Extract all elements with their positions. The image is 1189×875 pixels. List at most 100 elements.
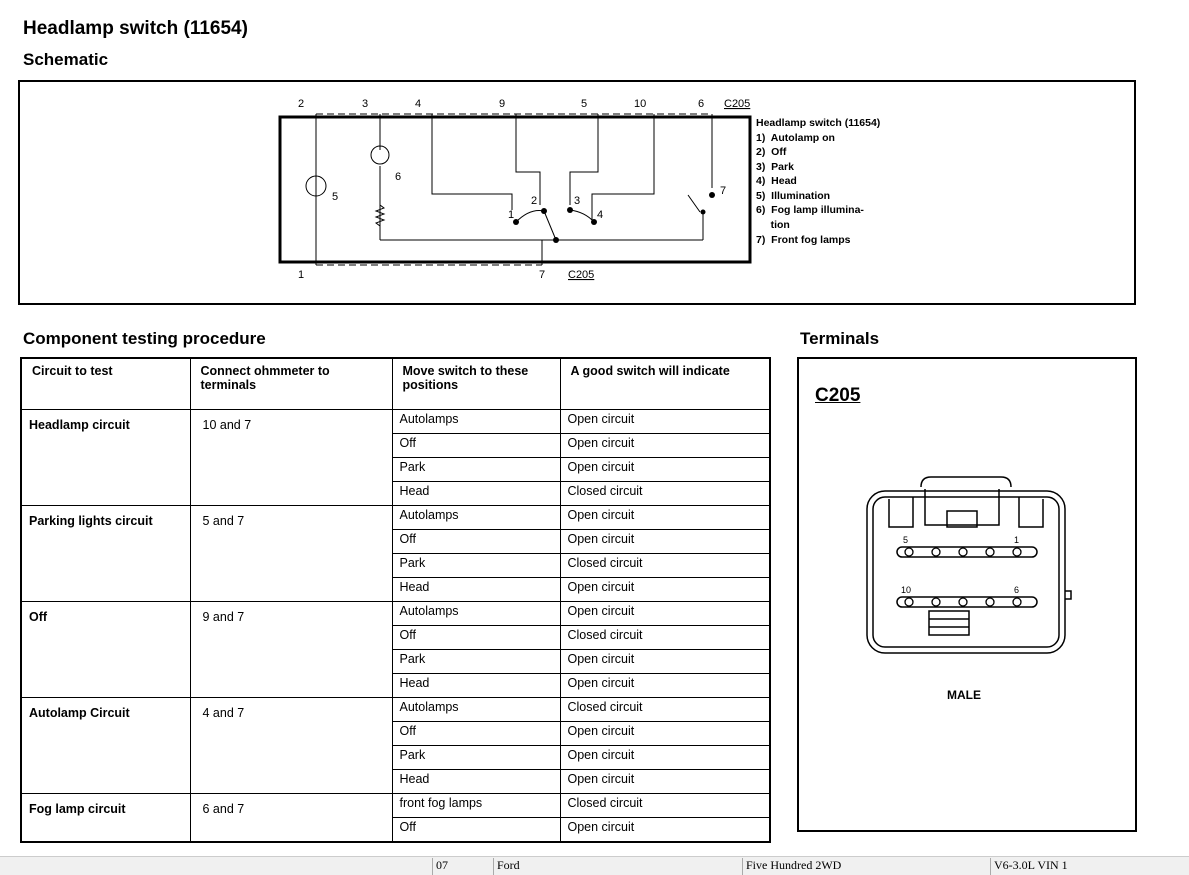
legend-item: 2) Off (756, 146, 787, 158)
schematic-diagram (18, 80, 1136, 305)
position-cell: Off (391, 817, 561, 843)
position-cell: Park (391, 457, 561, 482)
result-cell: Open circuit (559, 601, 771, 626)
pin-label: 7 (539, 269, 545, 281)
result-cell: Open circuit (559, 817, 771, 843)
column-header: Circuit to test (20, 357, 191, 410)
result-cell: Open circuit (559, 769, 771, 794)
result-cell: Closed circuit (559, 553, 771, 578)
pin-label: 6 (698, 98, 704, 110)
terminals-cell: 10 and 7 (189, 409, 393, 506)
result-cell: Open circuit (559, 721, 771, 746)
testing-table: Circuit to test Connect ohmmeter to term… (20, 357, 771, 843)
column-header: A good switch will indicate (559, 357, 771, 410)
connector-name: C205 (815, 385, 861, 406)
position-cell: Autolamps (391, 505, 561, 530)
footer-make: Ford (493, 858, 742, 875)
footer-bar: 07 Ford Five Hundred 2WD V6-3.0L VIN 1 (0, 856, 1189, 875)
component-label: 3 (574, 195, 580, 207)
column-header: Move switch to these positions (391, 357, 561, 410)
legend-item: 5) Illumination (756, 190, 830, 202)
position-cell: Head (391, 769, 561, 794)
result-cell: Open circuit (559, 529, 771, 554)
position-cell: Autolamps (391, 601, 561, 626)
pin-label: 1 (298, 269, 304, 281)
position-cell: Autolamps (391, 697, 561, 722)
position-cell: Park (391, 745, 561, 770)
legend-item: 7) Front fog lamps (756, 234, 851, 246)
pin-label: 3 (362, 98, 368, 110)
terminals-cell: 6 and 7 (189, 793, 393, 843)
terminals-cell: 5 and 7 (189, 505, 393, 602)
footer-cell-empty (0, 858, 431, 875)
connector-face-drawing: 5 1 10 6 (866, 476, 1072, 654)
pin-label: 9 (499, 98, 505, 110)
circuit-cell: Off (20, 601, 191, 698)
pin-label: 6 (1014, 585, 1019, 595)
position-cell: Park (391, 649, 561, 674)
connector-label: C205 (724, 98, 750, 110)
terminals-heading: Terminals (800, 329, 880, 348)
position-cell: Head (391, 577, 561, 602)
component-label: 4 (597, 209, 603, 221)
terminals-cell: 9 and 7 (189, 601, 393, 698)
footer-year: 07 (432, 858, 493, 875)
testing-heading: Component testing procedure (23, 329, 266, 348)
circuit-cell: Fog lamp circuit (20, 793, 191, 843)
terminals-cell: 4 and 7 (189, 697, 393, 794)
result-cell: Closed circuit (559, 697, 771, 722)
result-cell: Open circuit (559, 457, 771, 482)
pin-label: 5 (903, 535, 908, 545)
page-title: Headlamp switch (11654) (23, 18, 248, 39)
position-cell: Autolamps (391, 409, 561, 434)
connector-gender: MALE (947, 688, 981, 702)
result-cell: Open circuit (559, 505, 771, 530)
circuit-cell: Autolamp Circuit (20, 697, 191, 794)
component-label: 2 (531, 195, 537, 207)
component-label: 1 (508, 209, 514, 221)
footer-model: Five Hundred 2WD (742, 858, 990, 875)
legend-item: 1) Autolamp on (756, 132, 835, 144)
terminals-panel: C205 5 1 10 6 MALE (797, 357, 1137, 832)
component-label: 7 (720, 185, 726, 197)
legend-item: 3) Park (756, 161, 794, 173)
pin-label: 1 (1014, 535, 1019, 545)
pin-label: 4 (415, 98, 421, 110)
circuit-cell: Parking lights circuit (20, 505, 191, 602)
pin-label: 10 (901, 585, 911, 595)
column-header: Connect ohmmeter to terminals (189, 357, 393, 410)
result-cell: Closed circuit (559, 481, 771, 506)
position-cell: Off (391, 625, 561, 650)
result-cell: Open circuit (559, 409, 771, 434)
position-cell: Off (391, 433, 561, 458)
pin-label: 2 (298, 98, 304, 110)
position-cell: front fog lamps (391, 793, 561, 818)
position-cell: Head (391, 673, 561, 698)
result-cell: Closed circuit (559, 793, 771, 818)
result-cell: Open circuit (559, 745, 771, 770)
position-cell: Park (391, 553, 561, 578)
legend-item: 6) Fog lamp illumina- (756, 204, 864, 216)
component-label: 6 (395, 171, 401, 183)
component-label: 5 (332, 191, 338, 203)
legend-item: tion (756, 219, 790, 231)
legend-item: 4) Head (756, 175, 797, 187)
result-cell: Closed circuit (559, 625, 771, 650)
position-cell: Off (391, 529, 561, 554)
schematic-drawing: 2 3 4 9 5 10 6 C205 1 7 C205 5 6 1 2 3 4… (278, 98, 880, 281)
result-cell: Open circuit (559, 577, 771, 602)
